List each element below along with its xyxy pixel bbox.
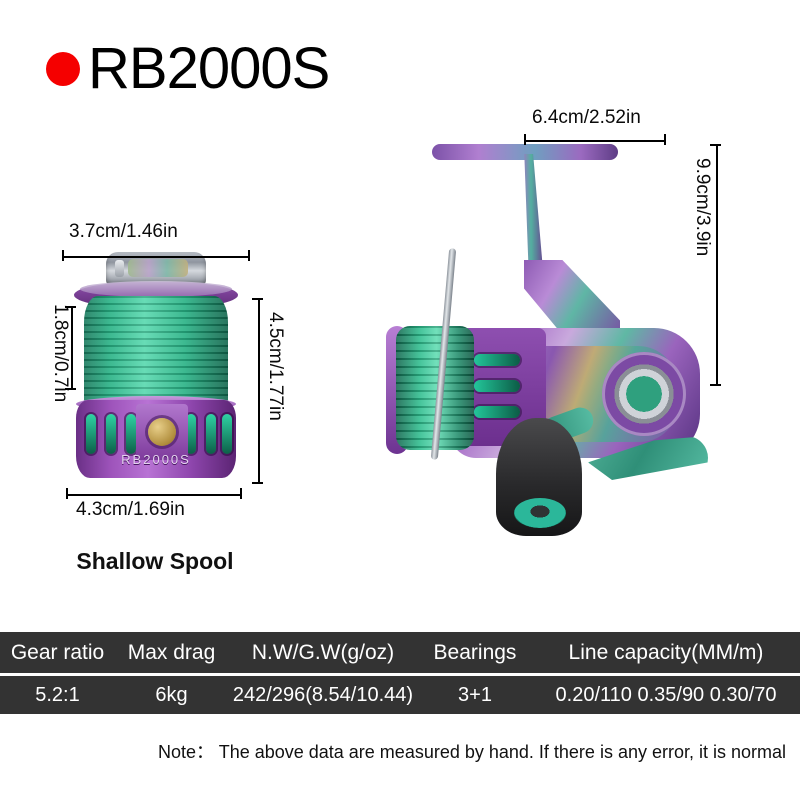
spool-brass-screw <box>148 418 176 446</box>
spec-value-max-drag: 6kg <box>155 683 188 706</box>
spool-vent-slot <box>106 414 116 454</box>
spec-value-weight: 242/296(8.54/10.44) <box>232 683 414 706</box>
spec-table-value-row: 5.2:1 6kg 242/296(8.54/10.44) 3+1 0.20/1… <box>0 676 800 714</box>
spec-table-divider <box>0 673 800 676</box>
spec-value-line-capacity: 0.20/110 0.35/90 0.30/70 <box>555 683 777 706</box>
spool-drag-knob-inner <box>128 259 188 277</box>
spec-table: Gear ratio Max drag N.W/G.W(g/oz) Bearin… <box>0 632 800 714</box>
red-dot-icon <box>46 52 80 86</box>
model-name: RB2000S <box>88 36 330 101</box>
spool-top-width-label: 3.7cm/1.46in <box>69 221 178 242</box>
shallow-spool-image: RB2000S <box>70 252 242 484</box>
spool-vent-slot <box>126 414 136 454</box>
spool-top-width-line <box>62 250 250 261</box>
spool-vent-slot <box>222 414 232 454</box>
spinning-reel-image <box>386 140 712 540</box>
spool-vent-slot <box>86 414 96 454</box>
reel-top-width-line <box>524 134 666 145</box>
spool-drag-knob-slot <box>115 260 124 277</box>
spec-table-header-row: Gear ratio Max drag N.W/G.W(g/oz) Bearin… <box>0 632 800 673</box>
spool-bottom-width-label: 4.3cm/1.69in <box>76 499 185 520</box>
spool-bottom-width-line <box>66 488 242 499</box>
rotor-vent-slot <box>474 406 520 418</box>
spool-caption: Shallow Spool <box>76 548 234 574</box>
spec-header-weight: N.W/G.W(g/oz) <box>251 640 395 664</box>
spool-vent-slot <box>186 414 196 454</box>
note-text: Note： The above data are measured by han… <box>158 742 786 762</box>
reel-top-width-label: 6.4cm/2.52in <box>532 107 641 128</box>
spool-skirt: RB2000S <box>76 400 236 478</box>
spec-header-line-capacity: Line capacity(MM/m) <box>568 640 764 664</box>
spool-upper-flange-highlight <box>80 281 232 297</box>
spool-right-height-line <box>252 298 263 484</box>
spool-line-barrel <box>84 296 228 408</box>
spool-drag-knob <box>106 252 206 286</box>
reel-right-height-line <box>710 144 721 386</box>
spec-header-gear-ratio: Gear ratio <box>10 640 105 664</box>
reel-handle-knob-cap <box>514 498 566 528</box>
reel-foot <box>432 144 618 160</box>
spec-value-bearings: 3+1 <box>458 683 492 706</box>
spec-header-bearings: Bearings <box>433 640 517 664</box>
spool-right-height-label: 4.5cm/1.77in <box>265 312 286 421</box>
spool-left-height-line <box>65 306 76 390</box>
reel-side-plate <box>602 352 686 436</box>
rotor-vent-slot <box>474 380 520 392</box>
spool-engraved-label: RB2000S <box>121 452 191 467</box>
page-title: RB2000S <box>46 36 330 101</box>
spool-vent-slot <box>206 414 216 454</box>
rotor-vent-slot <box>474 354 520 366</box>
spec-value-gear-ratio: 5.2:1 <box>35 683 80 706</box>
spec-header-max-drag: Max drag <box>127 640 216 664</box>
